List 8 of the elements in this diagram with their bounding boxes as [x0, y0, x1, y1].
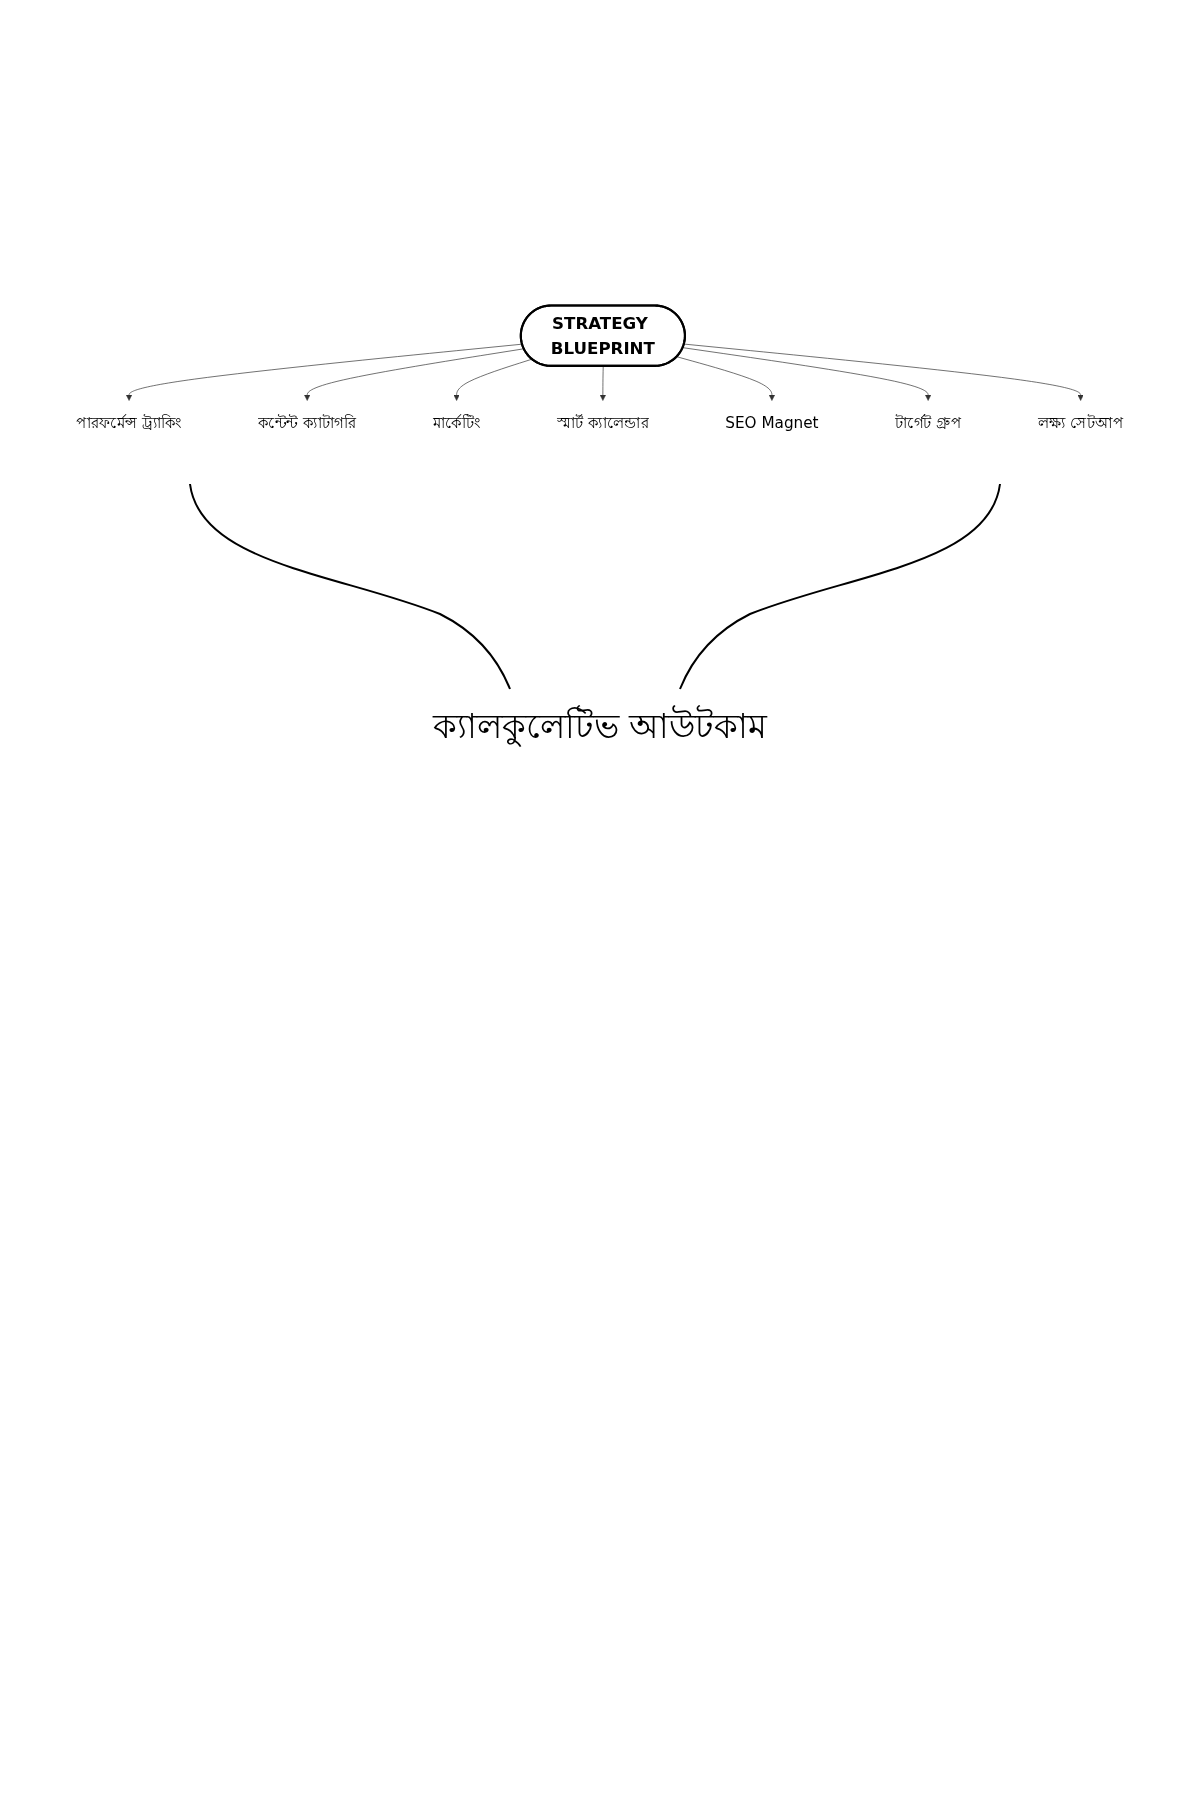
node-text: SEO Magnet [725, 413, 819, 432]
node-text: স্মার্ট ক্যালেন্ডার [556, 413, 649, 432]
node-text: পারফর্মেন্স ট্র্যাকিং [76, 413, 182, 432]
node-text: কন্টেন্ট ক্যাটাগরি [258, 413, 357, 432]
node-text: মার্কেটিং [432, 413, 481, 432]
node-text: টার্গেট গ্রুপ [894, 413, 962, 432]
node-text: লক্ষ্য সেটআপ [1037, 413, 1124, 432]
outcome-text: ক্যালকুলেটিভ আউটকাম [431, 704, 769, 749]
